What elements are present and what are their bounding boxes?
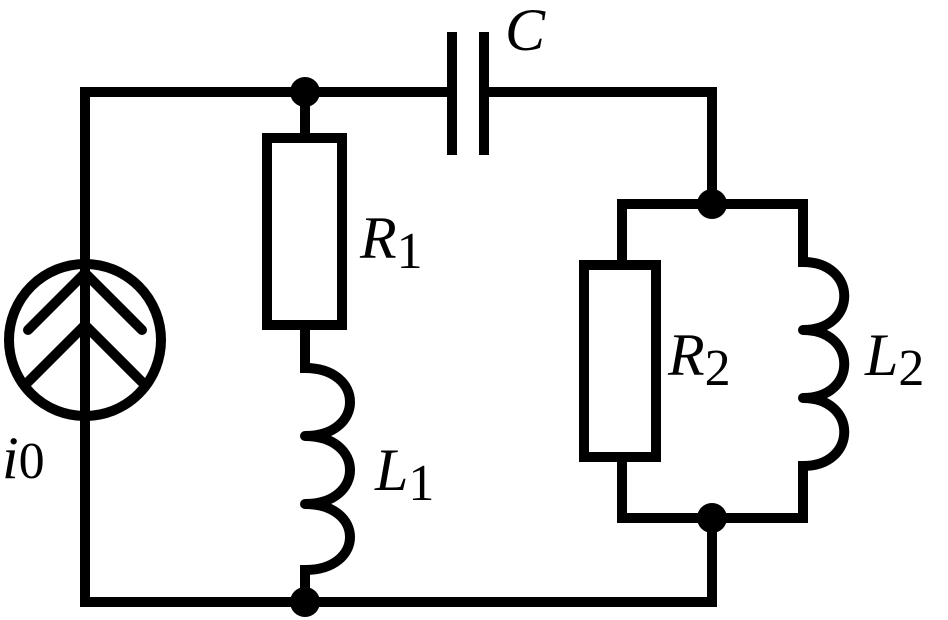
label-r2-symbol: R — [667, 322, 705, 388]
wire-bottom — [80, 417, 717, 607]
inductor-l1 — [300, 363, 355, 575]
label-l1-symbol: L — [374, 437, 408, 503]
resistor-r2 — [579, 260, 661, 462]
junction-parallel-bottom — [697, 503, 727, 533]
inductor-l2 — [798, 257, 850, 471]
junction-parallel-top — [697, 189, 727, 219]
wire-top-right — [481, 87, 717, 209]
label-r1-symbol: R — [359, 205, 397, 271]
label-l1-subscript: 1 — [408, 455, 434, 512]
label-r2-subscript: 2 — [705, 340, 731, 397]
current-source — [4, 259, 166, 427]
label-source: i0 — [2, 425, 45, 491]
junction-bottom — [290, 587, 320, 617]
capacitor — [447, 32, 489, 155]
label-l2-subscript: 2 — [898, 340, 924, 397]
label-source-symbol: i — [2, 425, 19, 491]
label-r1-subscript: 1 — [397, 223, 423, 280]
label-source-subscript: 0 — [19, 433, 45, 490]
label-l2-symbol: L — [864, 322, 898, 388]
label-r2: R2 — [667, 322, 731, 397]
resistor-r1 — [262, 133, 347, 330]
label-capacitor-symbol: C — [505, 0, 546, 63]
label-l2: L2 — [864, 322, 924, 397]
wire-top-left — [80, 87, 455, 273]
junctions — [290, 77, 727, 617]
label-r1: R1 — [359, 205, 423, 280]
junction-top — [290, 77, 320, 107]
label-l1: L1 — [374, 437, 434, 512]
source-chevron-lower — [23, 320, 147, 387]
source-chevron-upper — [23, 268, 147, 335]
label-capacitor: C — [505, 0, 546, 63]
